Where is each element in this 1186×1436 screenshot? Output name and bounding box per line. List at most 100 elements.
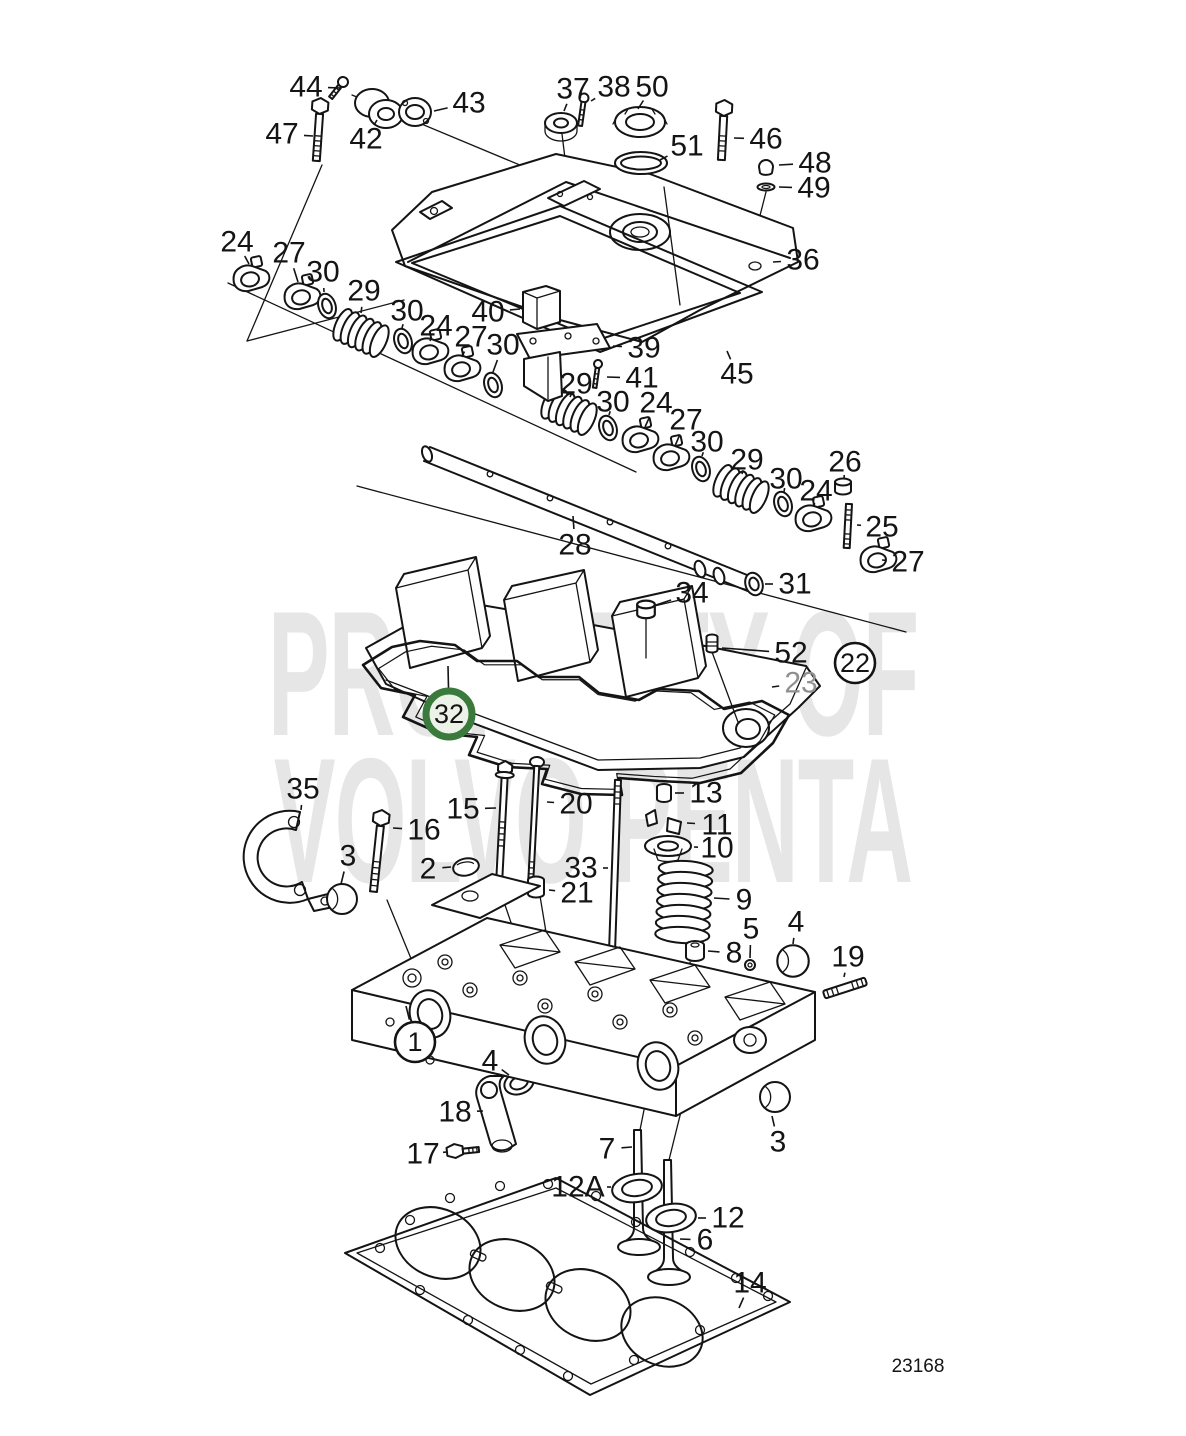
svg-text:15: 15 — [446, 793, 479, 826]
cylinder-head — [351, 873, 816, 1117]
callout-14: 14 — [733, 1267, 767, 1309]
svg-text:35: 35 — [286, 773, 319, 806]
svg-text:29: 29 — [559, 368, 592, 401]
svg-text:49: 49 — [797, 172, 830, 205]
callout-49: 49 — [778, 172, 831, 205]
svg-text:40: 40 — [471, 296, 504, 329]
svg-text:27: 27 — [669, 404, 702, 437]
svg-text:7: 7 — [599, 1133, 616, 1166]
svg-text:43: 43 — [452, 87, 485, 120]
svg-text:4: 4 — [482, 1045, 499, 1078]
carrier-gasket-32 — [361, 639, 791, 797]
callout-3: 3 — [340, 840, 356, 885]
svg-text:19: 19 — [831, 941, 864, 974]
callout-24: 24 — [220, 226, 254, 265]
callout-31: 31 — [765, 568, 812, 601]
svg-text:12A: 12A — [551, 1171, 604, 1204]
svg-text:29: 29 — [347, 275, 380, 308]
svg-text:25: 25 — [865, 511, 898, 544]
callout-2: 2 — [420, 853, 452, 886]
cover-small-parts — [310, 76, 776, 192]
callout-12A: 12A — [551, 1171, 611, 1204]
callout-27: 27 — [669, 404, 703, 447]
highlight-ring — [422, 687, 476, 741]
callout-30: 30 — [596, 386, 629, 419]
callout-3: 3 — [770, 1115, 786, 1159]
svg-text:42: 42 — [349, 123, 382, 156]
callout-1: 1 — [393, 1005, 437, 1064]
svg-text:5: 5 — [743, 913, 760, 946]
svg-text:1: 1 — [407, 1027, 422, 1057]
callout-21: 21 — [548, 877, 594, 910]
callout-52: 52 — [721, 637, 808, 670]
callout-27: 27 — [272, 237, 306, 283]
callout-23: 23 — [771, 667, 818, 700]
svg-text:4: 4 — [788, 906, 805, 939]
callout-19: 19 — [831, 941, 865, 978]
callout-9: 9 — [713, 884, 753, 917]
svg-text:29: 29 — [730, 444, 763, 477]
callout-44: 44 — [289, 71, 342, 104]
callout-29: 29 — [347, 275, 381, 314]
callout-51: 51 — [659, 130, 704, 163]
svg-text:12: 12 — [711, 1202, 744, 1235]
valve-cover — [391, 153, 799, 343]
callout-33: 33 — [564, 852, 608, 885]
rocker-arms-row — [228, 253, 900, 597]
svg-text:28: 28 — [558, 529, 591, 562]
svg-text:23: 23 — [784, 667, 817, 700]
callout-17: 17 — [406, 1138, 448, 1171]
callout-4: 4 — [788, 906, 805, 945]
callout-16: 16 — [392, 814, 441, 847]
svg-text:30: 30 — [390, 295, 423, 328]
bracket-39-40-41 — [516, 285, 611, 402]
svg-text:27: 27 — [272, 237, 305, 270]
callout-39: 39 — [612, 332, 661, 365]
svg-text:37: 37 — [556, 73, 589, 106]
svg-text:30: 30 — [769, 463, 802, 496]
svg-text:18: 18 — [438, 1096, 471, 1129]
callout-20: 20 — [546, 788, 593, 821]
callout-30: 30 — [769, 463, 802, 496]
callout-25: 25 — [856, 511, 899, 544]
callout-7: 7 — [599, 1133, 633, 1166]
svg-text:20: 20 — [559, 788, 592, 821]
callout-30: 30 — [690, 426, 723, 459]
callout-35: 35 — [286, 773, 320, 811]
callout-10: 10 — [693, 832, 734, 865]
svg-text:14: 14 — [733, 1267, 766, 1300]
svg-text:51: 51 — [670, 130, 703, 163]
callout-29: 29 — [559, 368, 592, 401]
callout-24: 24 — [799, 475, 832, 508]
svg-text:9: 9 — [736, 884, 753, 917]
svg-text:6: 6 — [697, 1224, 714, 1257]
callout-30: 30 — [390, 295, 424, 329]
callout-30: 30 — [486, 329, 520, 373]
rocker-shaft — [420, 445, 758, 593]
callout-37: 37 — [556, 73, 590, 112]
svg-text:11: 11 — [701, 809, 732, 842]
drawing-number: 23168 — [892, 1356, 945, 1377]
svg-text:22: 22 — [840, 648, 870, 678]
svg-text:33: 33 — [564, 852, 597, 885]
callout-18: 18 — [438, 1096, 484, 1129]
svg-text:16: 16 — [407, 814, 440, 847]
svg-text:34: 34 — [675, 577, 708, 610]
svg-text:24: 24 — [799, 475, 832, 508]
callout-27: 27 — [454, 321, 488, 358]
callout-27: 27 — [881, 546, 925, 579]
callout-48: 48 — [778, 147, 832, 180]
callout-34: 34 — [655, 577, 709, 610]
svg-text:48: 48 — [798, 147, 831, 180]
callout-28: 28 — [558, 515, 592, 562]
svg-text:31: 31 — [778, 568, 811, 601]
callout-30: 30 — [306, 256, 340, 293]
callout-15: 15 — [446, 793, 497, 826]
callout-32: 32 — [422, 665, 476, 741]
svg-text:38: 38 — [597, 71, 630, 104]
line-art — [227, 76, 907, 1396]
svg-text:50: 50 — [635, 71, 668, 104]
callout-42: 42 — [349, 119, 383, 156]
